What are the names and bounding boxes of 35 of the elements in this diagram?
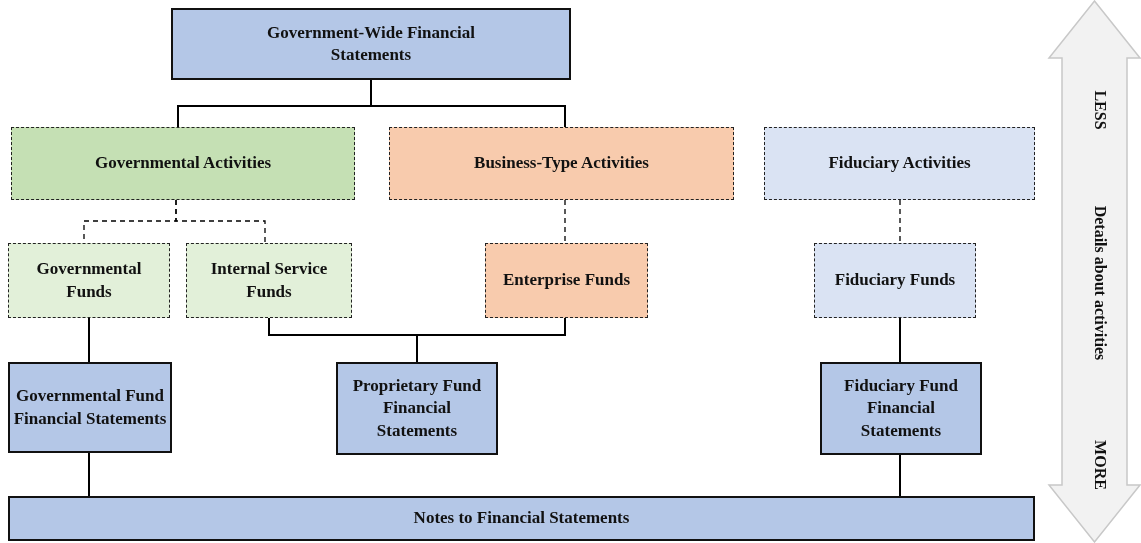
process-box <box>485 243 648 318</box>
box-label: Fiduciary Fund Financial Statements <box>843 375 959 442</box>
box-label: Government-Wide Financial Statements <box>266 21 476 66</box>
axis-label: LESS <box>1091 90 1109 130</box>
process-box <box>8 243 170 318</box>
box-label: Governmental Funds <box>35 258 143 303</box>
connector-line <box>88 317 90 363</box>
connector-line <box>899 199 901 244</box>
connector-line <box>416 317 566 363</box>
box-label: Governmental Activities <box>94 152 272 175</box>
box-label: Business-Type Activities <box>474 152 649 175</box>
box-label: Governmental Fund Financial Statements <box>12 385 168 430</box>
connector-line <box>899 317 901 363</box>
process-box <box>186 243 352 318</box>
connector-line <box>175 199 266 244</box>
box-label: Fiduciary Funds <box>834 269 956 292</box>
process-box <box>389 127 734 200</box>
process-box <box>171 8 571 80</box>
box-label: Notes to Financial Statements <box>413 507 630 530</box>
box-label: Enterprise Funds <box>502 269 630 292</box>
process-box <box>11 127 355 200</box>
axis-label: MORE <box>1091 440 1109 490</box>
process-box <box>820 362 982 455</box>
process-box <box>8 496 1035 541</box>
process-box <box>814 243 976 318</box>
box-label: Fiduciary Activities <box>828 152 971 175</box>
process-box <box>764 127 1035 200</box>
process-box <box>8 362 172 453</box>
box-label: Internal Service Funds <box>209 258 329 303</box>
process-box <box>336 362 498 455</box>
connector-line <box>564 199 566 244</box>
connector-line <box>899 454 901 497</box>
box-label: Proprietary Fund Financial Statements <box>351 375 483 442</box>
axis-label: Details about activities <box>1091 205 1109 361</box>
connector-line <box>88 452 90 497</box>
